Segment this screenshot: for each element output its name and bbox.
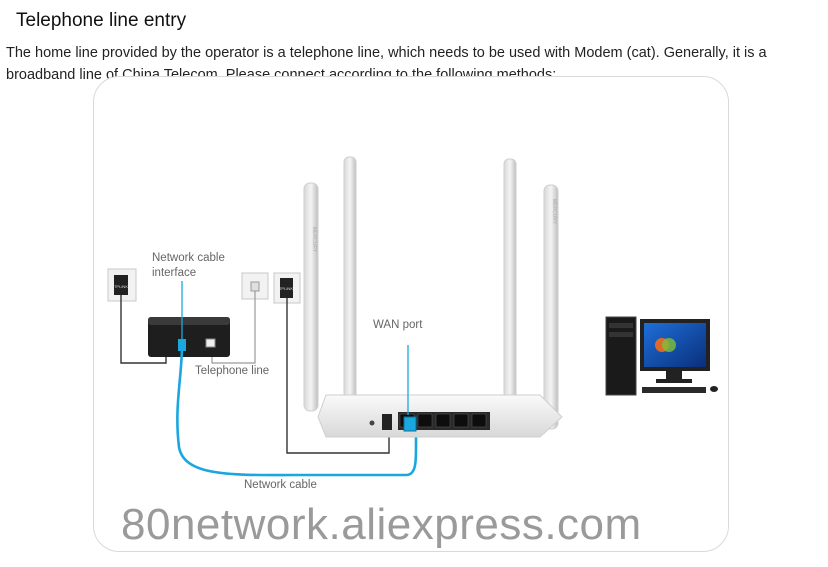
telephone-line-label: Telephone line — [195, 365, 270, 377]
wall-socket-left: TPLINK — [107, 268, 137, 302]
network-cable-interface-label: Network cable interface — [152, 251, 225, 281]
router — [317, 394, 563, 438]
watermark-text: 80network.aliexpress.com — [121, 500, 642, 549]
desktop-computer — [605, 316, 718, 396]
network-cable-interface-label-line2: interface — [152, 267, 197, 279]
connection-diagram: TPLINK TPLINK — [93, 76, 729, 552]
modem — [148, 317, 230, 357]
wan-port-label: WAN port — [373, 319, 423, 331]
antenna-brand-left: MERCURY — [311, 227, 317, 253]
network-cable-label: Network cable — [244, 479, 317, 491]
router-power-cable — [286, 298, 390, 454]
diagram-illustration: TPLINK TPLINK — [107, 156, 718, 477]
network-cable — [176, 344, 418, 477]
antenna-brand-right: MERCURY — [551, 199, 557, 225]
plug-left-brand: TPLINK — [114, 284, 128, 289]
router-antennas: MERCURY MERCURY — [303, 156, 559, 436]
page-title: Telephone line entry — [16, 10, 187, 31]
plug-middle-brand: TPLINK — [279, 286, 293, 291]
wall-socket-middle: TPLINK — [273, 272, 301, 304]
network-cable-interface-label-line1: Network cable — [152, 252, 225, 264]
